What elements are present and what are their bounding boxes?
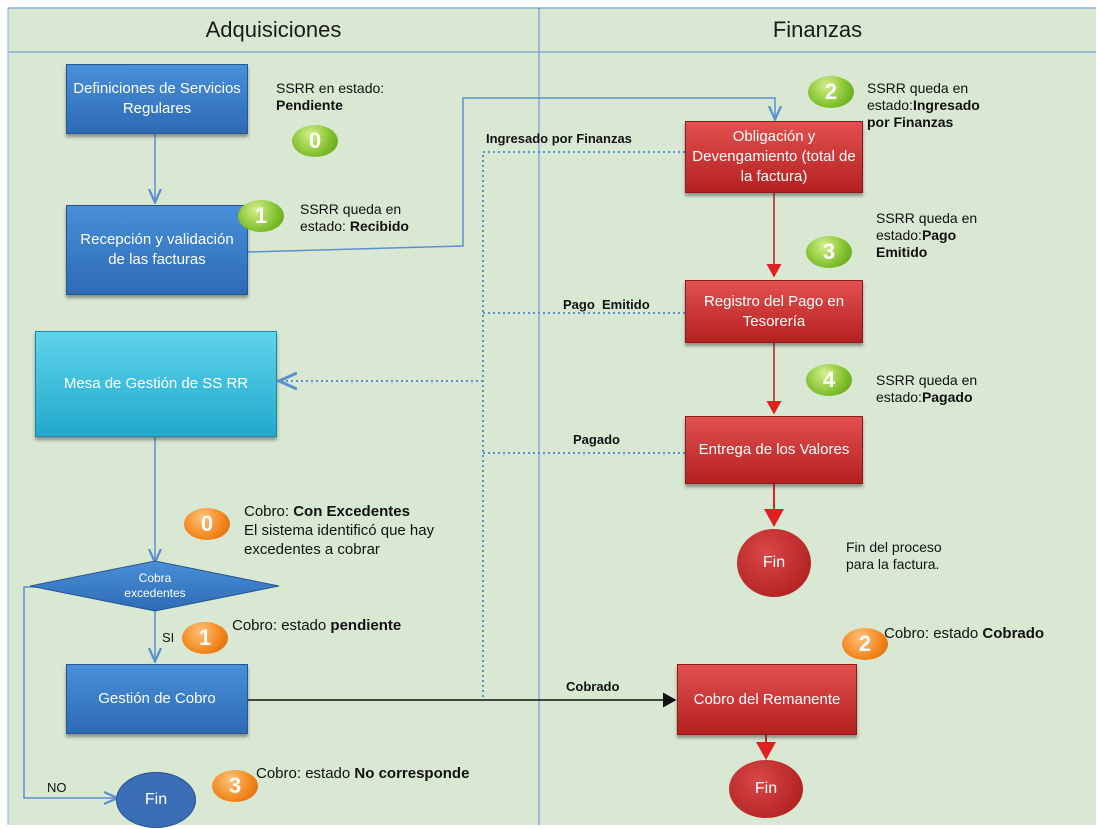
edge-ingresado-feedback [482,151,685,700]
note-state: Ingresado por Finanzas [867,97,980,130]
node-entrega: Entrega de los Valores [685,416,863,484]
note-ssrr-ingresado: SSRR queda en estado:Ingresado por Finan… [867,80,995,131]
lane-title-adquisiciones: Adquisiciones [205,17,342,42]
node-fin-bottom: Fin [729,760,803,818]
edge-label-no: NO [47,780,67,795]
note-cobro-excedentes: Cobro: Con Excedentes El sistema identif… [244,502,484,559]
note-prefix: SSRR queda en estado: [876,372,978,405]
note-state: Recibido [349,218,409,234]
edge-label-si: SI [162,630,175,645]
badge-orange-3: 3 [212,770,258,802]
note-cobro-cobrado: Cobro: estado Cobrado [884,624,1094,643]
note-prefix: SSRR queda en estado: [300,201,402,234]
node-mesa: Mesa de Gestión de SS RR [35,331,277,437]
node-recepcion: Recepción y validación de las facturas [66,205,248,295]
note-ssrr-pagado: SSRR queda en estado:Pagado [876,372,1016,406]
badge-green-0: 0 [292,125,338,157]
note-state: No corresponde [354,765,470,782]
badge-green-4: 4 [806,364,852,396]
note-fin-proceso: Fin del proceso para la factura. [846,539,942,572]
node-cobro-remanente: Cobro del Remanente [677,664,857,735]
note-detail: El sistema identificó que hay excedentes… [244,522,435,558]
note-ssrr-pendiente: SSRR en estado: Pendiente [276,80,436,114]
node-definiciones: Definiciones de Servicios Regulares [66,64,248,134]
node-registro: Registro del Pago en Tesorería [685,280,863,343]
note-state: Pagado [921,389,973,405]
badge-green-3: 3 [806,236,852,268]
badge-orange-0: 0 [184,508,230,540]
edge-recepcion-obligacion [247,97,775,253]
note-cobro-no-corresponde: Cobro: estado No corresponde [256,764,526,783]
node-obligacion: Obligación y Devengamiento (total de la … [685,121,863,193]
note-prefix: SSRR en estado: [276,80,385,96]
note-prefix: Cobro: estado [232,617,327,634]
note-prefix: Cobro: estado [884,625,979,642]
node-gestion-cobro: Gestión de Cobro [66,664,248,734]
note-state: pendiente [330,617,402,634]
edge-label-cobrado: Cobrado [566,679,620,694]
badge-green-1: 1 [238,200,284,232]
note-state: Pago Emitido [876,227,957,260]
note-ssrr-pago-emitido: SSRR queda en estado:Pago Emitido [876,210,996,261]
note-prefix: Cobro: [244,503,290,520]
badge-orange-2: 2 [842,628,888,660]
note-ssrr-recibido: SSRR queda en estado: Recibido [300,201,440,235]
edge-label-pagado: Pagado [573,432,620,447]
node-fin-right: Fin [737,529,811,597]
node-decision-shape [30,560,280,612]
note-cobro-pendiente: Cobro: estado pendiente [232,616,452,635]
note-prefix: SSRR queda en estado: [867,80,969,113]
edge-label-pago-emitido: Pago Emitido [563,297,650,312]
note-state: Pendiente [276,97,343,113]
note-state: Cobrado [982,625,1045,642]
note-prefix: SSRR queda en estado: [876,210,978,243]
badge-orange-1: 1 [182,622,228,654]
edge-label-ingresado: Ingresado por Finanzas [486,131,632,146]
badge-green-2: 2 [808,76,854,108]
node-fin-left: Fin [116,772,196,828]
node-decision: Cobra excedentes [124,571,186,600]
lane-title-finanzas: Finanzas [772,17,863,42]
note-state: Con Excedentes [293,503,410,520]
note-prefix: Cobro: estado [256,765,351,782]
